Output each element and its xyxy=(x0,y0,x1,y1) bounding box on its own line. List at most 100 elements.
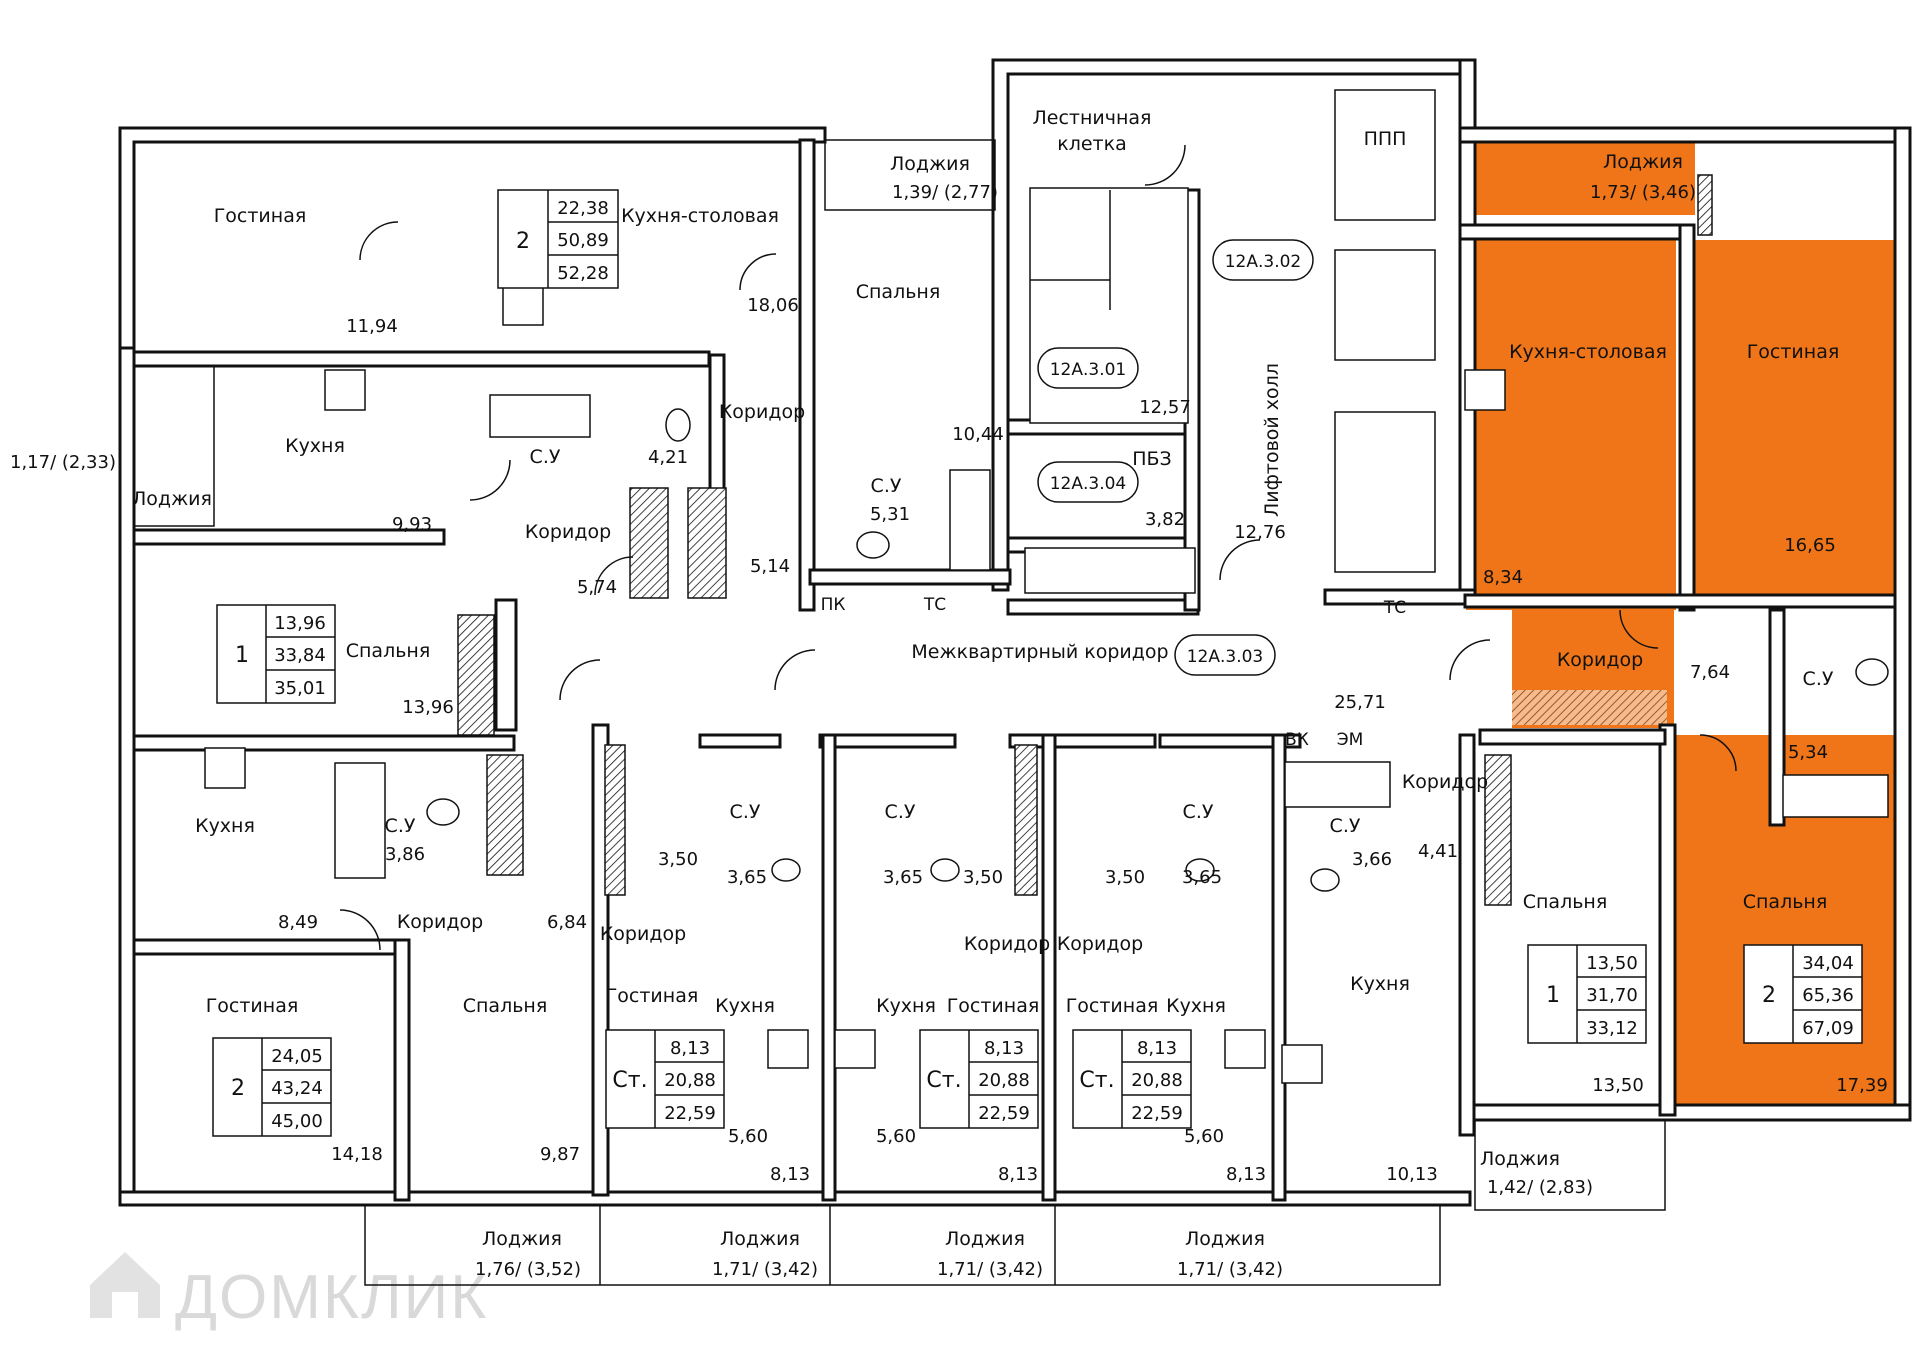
toilet-icon xyxy=(1185,858,1215,882)
a1-kitchen-label: Кухня-столовая xyxy=(621,205,779,227)
s1-wc-area: 3,65 xyxy=(727,867,767,888)
stove-icon xyxy=(204,747,246,789)
apartment-a1[interactable]: Гостиная 11,94 Кухня-столовая 18,06 Лодж… xyxy=(214,153,998,337)
orange-living xyxy=(1695,240,1895,598)
elevator-hall-tag-text: 12А.3.02 xyxy=(1225,252,1302,272)
marker-em: ЭМ xyxy=(1337,730,1364,750)
orange-kitchen xyxy=(1466,238,1676,610)
elevator-icon xyxy=(1334,411,1436,573)
apartment-a6[interactable]: Лоджия 1,73/ (3,46) Кухня-столовая 8,34 … xyxy=(1483,151,1888,1096)
apartment-a4[interactable]: Кухня 8,49 С.У 3,86 Коридор 6,84 Гостина… xyxy=(195,815,587,1280)
watermark-text: ДОМКЛИК xyxy=(175,1263,488,1332)
stove-icon xyxy=(502,284,544,326)
common-corridor-tag-text: 12А.3.03 xyxy=(1187,647,1264,667)
apartment-studio-3[interactable]: С.У 3,65 Коридор 3,50 Гостиная 8,13 Кухн… xyxy=(1057,801,1283,1280)
ventilation-shafts xyxy=(457,174,1713,906)
a5-bedroom-label: Спальня xyxy=(1523,891,1608,913)
s3-kitchen-area: 5,60 xyxy=(1184,1126,1224,1147)
a2-wc-label: С.У xyxy=(530,446,561,468)
s1-kitchen-label: Кухня xyxy=(715,995,775,1017)
a1-loggia-label: Лоджия xyxy=(890,153,970,175)
s2-loggia-label: Лоджия xyxy=(945,1228,1025,1250)
outer-walls xyxy=(118,58,1912,1207)
s1-corridor-label: Коридор xyxy=(600,923,686,945)
stove-icon xyxy=(1464,369,1506,411)
stove-icon xyxy=(1281,1044,1323,1084)
apartment-studio-2[interactable]: С.У 3,65 Коридор 3,50 Гостиная 8,13 Кухн… xyxy=(876,801,1050,1280)
a5-total-loggia: 33,12 xyxy=(1586,1018,1638,1039)
watermark: ДОМКЛИК xyxy=(90,1252,488,1332)
stair-tag: 12А.3.01 xyxy=(1037,347,1139,389)
pbz-tag-text: 12А.3.04 xyxy=(1050,474,1127,494)
a1-loggia-area: 1,39/ (2,77) xyxy=(892,182,998,203)
a6-corridor-label: Коридор xyxy=(1557,649,1643,671)
a5-kitchen-area: 10,13 xyxy=(1386,1164,1438,1185)
a1-living-label: Гостиная xyxy=(214,205,307,227)
a6-wc-area: 5,34 xyxy=(1788,742,1828,763)
a3-wc-label: С.У xyxy=(871,475,902,497)
a5-kitchen-label: Кухня xyxy=(1350,973,1410,995)
apartment-a5[interactable]: С.У 3,66 Коридор 4,41 Кухня 10,13 Спальн… xyxy=(1330,771,1647,1198)
common-corridor-area: 25,71 xyxy=(1334,692,1386,713)
s3-loggia-label: Лоджия xyxy=(1185,1228,1265,1250)
a5-bedroom-area: 13,50 xyxy=(1592,1075,1644,1096)
s1-loggia-area: 1,71/ (3,42) xyxy=(712,1259,818,1280)
s1-area-box: Ст. 8,13 20,88 22,59 xyxy=(605,1029,725,1129)
a6-bedroom-label: Спальня xyxy=(1743,891,1828,913)
s1-rooms: Ст. xyxy=(612,1068,647,1093)
s3-wc-area: 3,65 xyxy=(1182,867,1222,888)
a4-total-loggia: 45,00 xyxy=(271,1111,323,1132)
a4-corridor-area: 6,84 xyxy=(547,912,587,933)
s3-corridor-area: 3,50 xyxy=(1105,867,1145,888)
a5-corridor-label: Коридор xyxy=(1402,771,1488,793)
stove-icon xyxy=(834,1029,876,1069)
marker-pk: ПК xyxy=(821,595,846,615)
s3-total-loggia: 22,59 xyxy=(1131,1103,1183,1124)
toilet-icon xyxy=(771,858,801,882)
s2-corridor-label: Коридор xyxy=(964,933,1050,955)
s1-living-total: 8,13 xyxy=(670,1038,710,1059)
a6-living-area: 16,65 xyxy=(1784,535,1836,556)
a2-loggia-label: Лоджия xyxy=(132,488,212,510)
a1-kitchen-area: 18,06 xyxy=(747,295,799,316)
s1-kitchen-area: 5,60 xyxy=(728,1126,768,1147)
house-logo-icon xyxy=(90,1252,160,1318)
a4-total: 43,24 xyxy=(271,1078,323,1099)
a1-total: 50,89 xyxy=(557,230,609,251)
s1-living-area: 8,13 xyxy=(770,1164,810,1185)
s3-corridor-label: Коридор xyxy=(1057,933,1143,955)
a1-living-area: 11,94 xyxy=(346,316,398,337)
a2-area-box: 1 13,96 33,84 35,01 xyxy=(216,604,336,704)
pbz-partition xyxy=(1024,547,1196,594)
a5-loggia-area: 1,42/ (2,83) xyxy=(1487,1177,1593,1198)
pbz-area: 3,82 xyxy=(1145,509,1185,530)
elevator-hall-label: Лифтовой холл xyxy=(1261,363,1283,517)
a4-kitchen-area: 8,49 xyxy=(278,912,318,933)
stair-area: 12,57 xyxy=(1139,397,1191,418)
apartment-a2[interactable]: Кухня 9,93 С.У 4,21 Коридор 5,74 Спальня… xyxy=(10,435,688,718)
apartment-studio-1[interactable]: С.У 3,65 Коридор 3,50 Гостиная 8,13 Кухн… xyxy=(600,801,818,1280)
a1-rooms: 2 xyxy=(516,229,530,254)
s3-living-label: Гостиная xyxy=(1066,995,1159,1017)
marker-ts2: ТС xyxy=(1383,598,1406,618)
toilet-icon xyxy=(856,531,890,559)
a5-rooms: 1 xyxy=(1546,983,1560,1008)
a5-wc-label: С.У xyxy=(1330,815,1361,837)
a6-rooms: 2 xyxy=(1762,983,1776,1008)
a4-corridor-label: Коридор xyxy=(397,911,483,933)
a6-wc-label: С.У xyxy=(1803,668,1834,690)
a2-kitchen-label: Кухня xyxy=(285,435,345,457)
stove-icon xyxy=(324,369,366,411)
a4-bedroom-area: 9,87 xyxy=(540,1144,580,1165)
a1-total-loggia: 52,28 xyxy=(557,263,609,284)
a1-area-box: 2 22,38 50,89 52,28 xyxy=(497,189,619,289)
a4-area-box: 2 24,05 43,24 45,00 xyxy=(212,1037,332,1137)
a6-total: 65,36 xyxy=(1802,985,1854,1006)
a4-loggia-label: Лоджия xyxy=(482,1228,562,1250)
orange-wardrobe xyxy=(1512,690,1667,725)
s1-living-label: Гостиная xyxy=(606,985,699,1007)
s3-living-area: 8,13 xyxy=(1226,1164,1266,1185)
a4-kitchen-label: Кухня xyxy=(195,815,255,837)
apartment-a3[interactable]: Спальня 10,44 Коридор 5,14 С.У 5,31 xyxy=(719,281,1004,577)
